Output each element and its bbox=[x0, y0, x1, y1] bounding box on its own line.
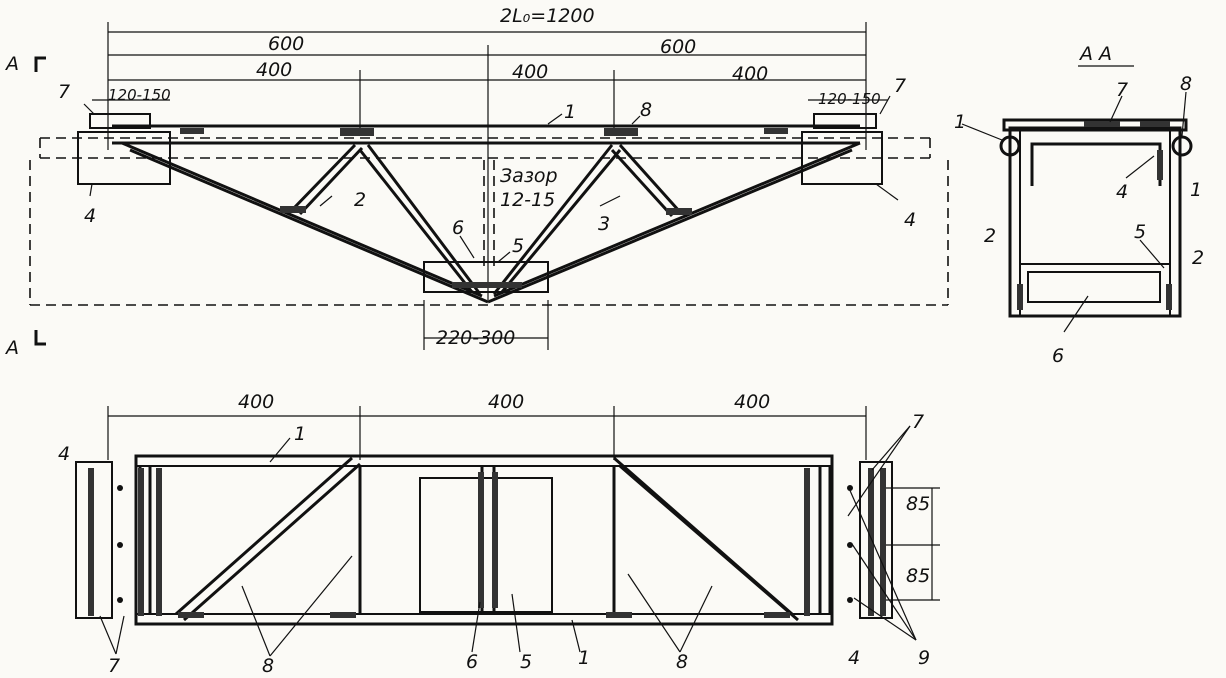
section-top-plate bbox=[1002, 118, 1188, 132]
plan-outer-frame bbox=[134, 454, 834, 626]
section-rod-right bbox=[1171, 135, 1193, 157]
dim-half-right: 600 bbox=[660, 36, 696, 58]
plan-label-4-right: 4 bbox=[848, 647, 860, 669]
section-leaders bbox=[961, 91, 1187, 333]
sec-label-5: 5 bbox=[1134, 221, 1146, 243]
elevation-leaders bbox=[83, 95, 899, 263]
plan-label-1-bottom: 1 bbox=[578, 647, 590, 669]
dim-bearing-right: 120-150 bbox=[818, 90, 881, 108]
plan-label-7-right: 7 bbox=[912, 411, 924, 433]
section-outer-frame bbox=[1008, 126, 1182, 318]
elev-label-8: 8 bbox=[640, 99, 652, 121]
plan-leaders bbox=[99, 425, 917, 657]
elev-label-1: 1 bbox=[564, 101, 576, 123]
plan-dim-span-1: 400 bbox=[238, 391, 274, 413]
plan-welds bbox=[88, 468, 886, 618]
dim-support-width: 220-300 bbox=[436, 327, 515, 349]
dimension-lines bbox=[92, 22, 888, 350]
bearing-plate-right bbox=[813, 113, 877, 129]
section-view: А А 1 1 2 2 4 5 6 bbox=[954, 43, 1204, 367]
lower-chords bbox=[121, 141, 861, 304]
gap-note-line1: Зазор bbox=[500, 165, 558, 187]
elevation-view: 2L₀=1200 600 600 400 400 400 120-150 120… bbox=[4, 5, 949, 359]
plan-center-pad bbox=[419, 477, 553, 613]
dim-bearing-left: 120-150 bbox=[108, 86, 171, 104]
elev-label-6: 6 bbox=[452, 217, 464, 239]
elev-label-5: 5 bbox=[512, 235, 524, 257]
dim-total: 2L₀=1200 bbox=[500, 5, 595, 27]
web-diagonals bbox=[290, 143, 682, 295]
dim-span-2: 400 bbox=[512, 61, 548, 83]
sec-label-6: 6 bbox=[1052, 345, 1064, 367]
plan-label-4-left: 4 bbox=[58, 443, 70, 465]
sec-label-2-left: 2 bbox=[984, 225, 996, 247]
top-chord bbox=[112, 124, 860, 145]
elev-label-2: 2 bbox=[354, 189, 366, 211]
elevation-welds bbox=[180, 128, 788, 288]
sec-label-1-left: 1 bbox=[954, 111, 966, 133]
elev-label-4-left: 4 bbox=[84, 205, 96, 227]
plan-diagonals bbox=[175, 456, 799, 622]
section-marker-bottom: A bbox=[4, 337, 19, 359]
section-title: А А bbox=[1078, 43, 1112, 65]
elev-label-7-right: 7 bbox=[894, 75, 906, 97]
sec-label-7: 7 bbox=[1116, 79, 1128, 101]
sec-label-8: 8 bbox=[1180, 73, 1192, 95]
sec-label-1-right: 1 bbox=[1190, 179, 1202, 201]
section-rod-left bbox=[999, 135, 1021, 157]
plan-dim-span-3: 400 bbox=[734, 391, 770, 413]
elev-label-4-right: 4 bbox=[904, 209, 916, 231]
dim-span-1: 400 bbox=[256, 59, 292, 81]
elev-label-3: 3 bbox=[598, 213, 610, 235]
plan-dimension-lines bbox=[107, 406, 940, 601]
plan-label-9: 9 bbox=[918, 647, 930, 669]
gap-note-line2: 12-15 bbox=[500, 189, 555, 211]
dim-half-left: 600 bbox=[268, 33, 304, 55]
bearing-plate-left bbox=[89, 113, 151, 129]
elev-label-7-left: 7 bbox=[58, 81, 70, 103]
section-marker-top: A bbox=[4, 53, 19, 75]
plan-dim-span-2: 400 bbox=[488, 391, 524, 413]
plan-end-block-left bbox=[75, 461, 113, 619]
plan-bolts bbox=[117, 485, 853, 603]
sec-label-4: 4 bbox=[1116, 181, 1128, 203]
plan-end-block-right bbox=[859, 461, 893, 619]
plan-label-5: 5 bbox=[520, 651, 532, 673]
plan-dim-pitch-1: 85 bbox=[906, 493, 930, 515]
section-marker: A A bbox=[4, 53, 46, 359]
right-support-block bbox=[801, 131, 883, 185]
section-bottom-channel bbox=[1027, 271, 1161, 303]
sec-label-2-right: 2 bbox=[1192, 247, 1204, 269]
plan-dim-pitch-2: 85 bbox=[906, 565, 930, 587]
plan-end-posts bbox=[138, 466, 832, 614]
section-welds bbox=[1017, 121, 1172, 310]
left-support-block bbox=[77, 131, 171, 185]
plan-label-8-right: 8 bbox=[676, 651, 688, 673]
plan-label-1-top: 1 bbox=[294, 423, 306, 445]
plan-label-7-left: 7 bbox=[108, 655, 120, 677]
dashed-outline bbox=[29, 137, 949, 306]
plan-label-6: 6 bbox=[466, 651, 478, 673]
plan-label-8-left: 8 bbox=[262, 655, 274, 677]
plan-view: 400 400 400 85 85 bbox=[58, 391, 940, 677]
dim-span-3: 400 bbox=[732, 63, 768, 85]
